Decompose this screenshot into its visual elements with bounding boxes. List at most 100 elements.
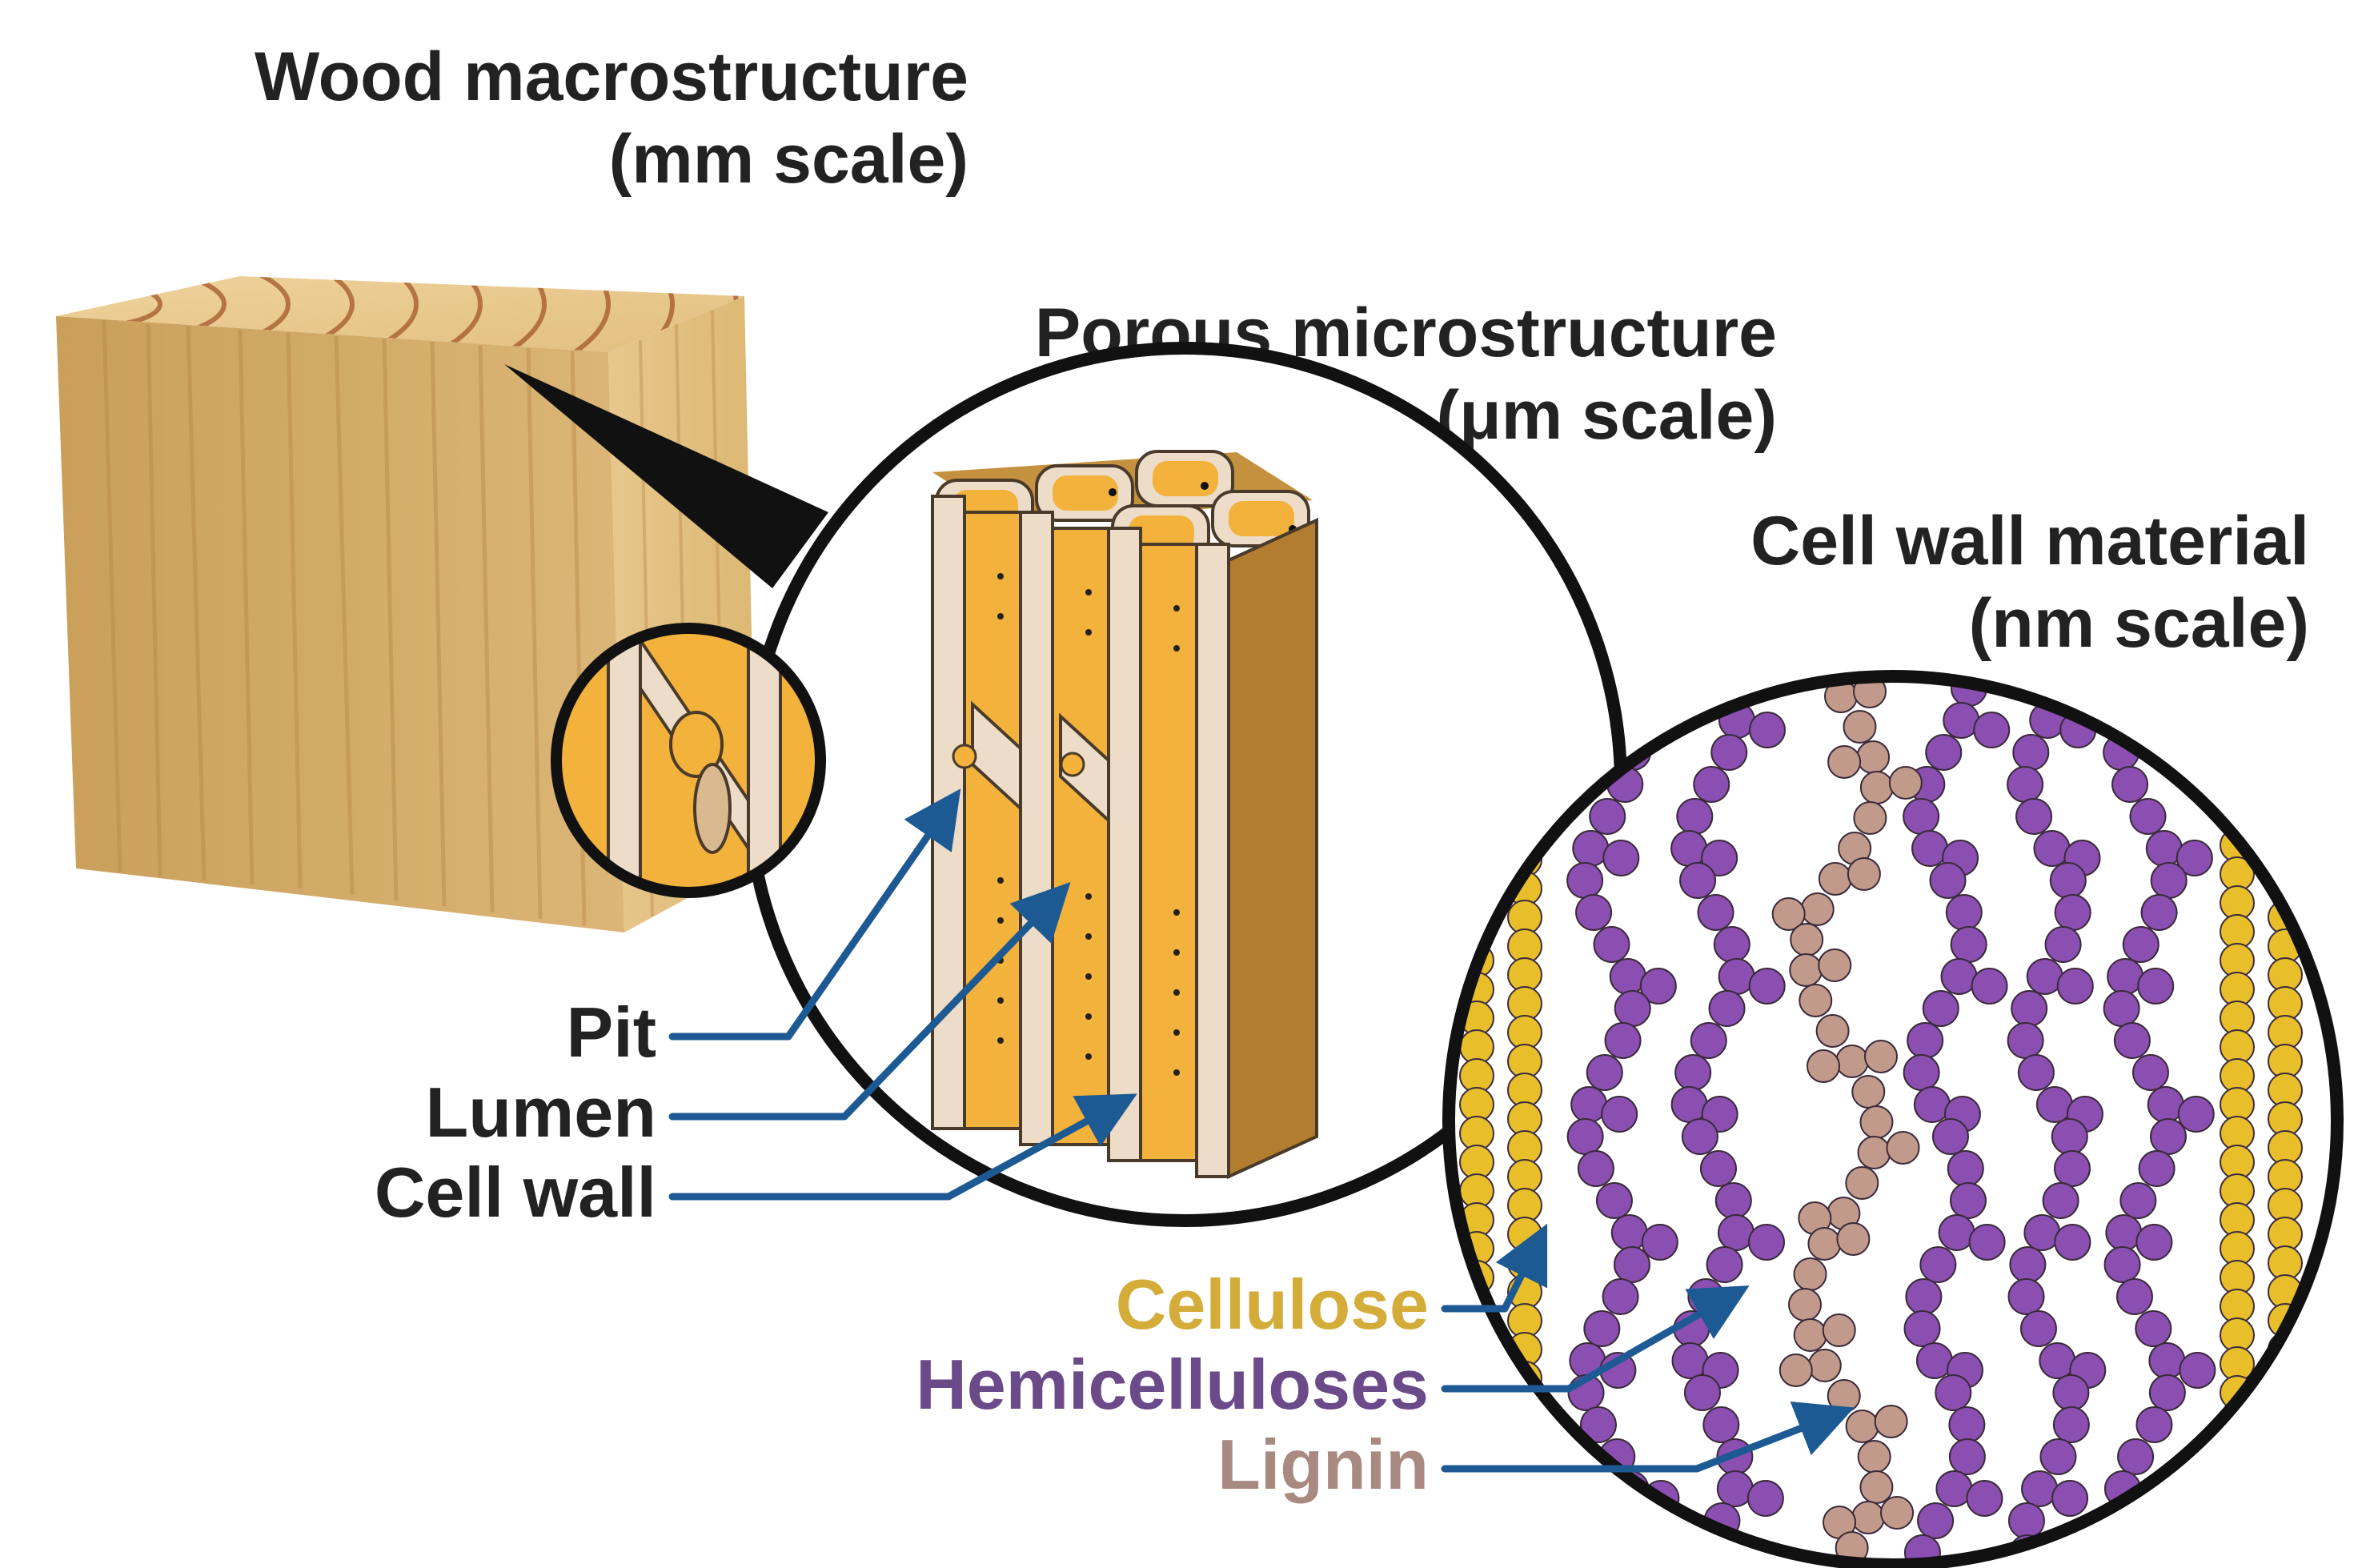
hemicellulose-bead: [1948, 1438, 1986, 1475]
cellulose-bead: [1459, 1375, 1494, 1410]
cellulose-bead: [2268, 1534, 2303, 1565]
hemicellulose-bead: [1685, 1534, 1722, 1565]
cellulose-bead: [1459, 1346, 1494, 1382]
lignin-bead: [1851, 1501, 1886, 1534]
hemicellulose-bead: [1586, 1054, 1623, 1091]
hemicellulose-bead: [2042, 1182, 2079, 1219]
hemicellulose-bead: [2138, 1150, 2176, 1187]
lignin-bead: [1864, 1040, 1899, 1073]
cellulose-bead: [1459, 1519, 1494, 1554]
hemicellulose-bead: [2044, 926, 2082, 963]
lignin-bead: [1807, 1349, 1842, 1382]
cellulose-bead: [2268, 1562, 2303, 1565]
hemicellulose-bead: [1706, 1246, 1743, 1283]
hemicellulose-bead: [1945, 894, 1983, 931]
cellulose-bead: [2268, 676, 2303, 704]
label-lumen: Lumen: [426, 1073, 656, 1152]
cellulose-bead: [2268, 842, 2303, 877]
hemicellulose-bead: [1690, 1022, 1727, 1059]
hemicellulose-bead: [2148, 1374, 2186, 1411]
lignin-bead: [1800, 892, 1835, 926]
hemicellulose-bead: [2007, 766, 2044, 803]
hemicellulose-bead: [1593, 926, 1630, 963]
hemicellulose-bead: [2052, 1374, 2090, 1411]
hemicellulose-bead: [2017, 1054, 2055, 1091]
hemicellulose-bead: [1748, 968, 1786, 1005]
hemicellulose-bead: [1566, 862, 1604, 899]
cellulose-bead: [1507, 1562, 1542, 1565]
hemicellulose-bead: [2137, 968, 2175, 1005]
hemicellulose-bead: [2009, 1246, 2047, 1283]
hemicellulose-bead: [2111, 766, 2149, 803]
lignin-bead: [1859, 771, 1894, 804]
lignin-bead: [1818, 862, 1852, 896]
hemicellulose-bead: [2113, 1022, 2151, 1059]
lignin-bead: [1874, 1405, 1908, 1438]
cellulose-bead: [2268, 756, 2303, 791]
cellulose-bead: [2220, 712, 2255, 748]
lignin-bead: [1827, 1379, 1861, 1413]
hemicellulose-bead: [2176, 840, 2213, 876]
cellulose-bead: [2220, 770, 2255, 805]
arrow-lignin: [1441, 1402, 1855, 1473]
pit-marks: [952, 744, 1085, 777]
arrow-cell-wall: [668, 1093, 1137, 1201]
hemicellulose-bead: [1948, 1406, 1986, 1443]
cellulose-bead: [1459, 1548, 1494, 1565]
hemicellulose-bead: [1931, 1118, 1969, 1155]
hemicellulose-bead: [2122, 926, 2159, 963]
hemicellulose-bead: [2103, 990, 2140, 1027]
cellulose-bead: [2268, 1476, 2303, 1511]
hemicellulose-bead: [2039, 1438, 2077, 1475]
hemicellulose-bead: [1710, 734, 1748, 771]
cellulose-bead: [2220, 1433, 2255, 1468]
hemicellulose-bead: [2125, 676, 2163, 707]
lignin-bead: [1771, 897, 1806, 931]
hemicellulose-bead: [1968, 1224, 2006, 1261]
wood-cube: [56, 276, 756, 932]
cellulose-bead: [2268, 1418, 2303, 1454]
hemicellulose-bead: [2179, 1352, 2216, 1389]
microstructure-magnifier: [742, 342, 1627, 1227]
hemicellulose-bead: [1697, 894, 1734, 931]
label-pit: Pit: [567, 993, 656, 1072]
lignin-bead: [1880, 1496, 1915, 1530]
hemicellulose-bead: [2115, 1278, 2153, 1315]
hemicellulose-bead: [1589, 798, 1626, 835]
hemicellulose-bead: [2117, 1438, 2155, 1475]
hemicellulose-bead: [1679, 862, 1717, 899]
hemicellulose-bead: [1708, 990, 1746, 1027]
hemicellulose-bead: [1922, 990, 1959, 1027]
hemicellulose-bead: [1746, 1480, 1784, 1517]
hemicellulose-bead: [1947, 1150, 1984, 1187]
lignin-bead: [1789, 953, 1823, 987]
cube-top-face: [56, 276, 744, 352]
hemicellulose-bead: [1903, 1054, 1940, 1091]
micro-arrows: [668, 788, 1137, 1201]
hemicellulose-bead: [2054, 894, 2091, 931]
hemicellulose-bead: [1676, 798, 1714, 835]
lignin-bead: [1807, 1227, 1842, 1261]
cellulose-bead: [2268, 1361, 2303, 1396]
hemicellulose-bead: [1966, 1480, 2003, 1517]
cellulose-bead: [1507, 1418, 1542, 1454]
cellulose-bead: [1507, 1447, 1542, 1482]
arrow-hemicelluloses: [1441, 1285, 1750, 1393]
hemicellulose-bead: [2007, 1502, 2045, 1539]
cellulose-bead: [1459, 1490, 1494, 1526]
hemicellulose-bead: [2149, 1118, 2187, 1155]
hemicellulose-bead: [1575, 894, 1613, 931]
lignin-bead: [1788, 1288, 1823, 1321]
hemicellulose-bead: [1613, 1246, 1650, 1283]
cellulose-bead: [2268, 784, 2303, 820]
hemicellulose-bead: [2177, 1096, 2215, 1133]
cellulose-bead: [2220, 1462, 2255, 1497]
lignin-bead: [1845, 1166, 1879, 1200]
lignin-bead: [1779, 1353, 1813, 1387]
hemicellulose-bead: [2150, 862, 2188, 899]
hemicellulose-bead: [1583, 1310, 1621, 1347]
hemicellulose-bead: [2019, 1310, 2057, 1347]
lignin-bead: [1827, 745, 1862, 779]
hemicellulose-bead: [2139, 712, 2176, 748]
